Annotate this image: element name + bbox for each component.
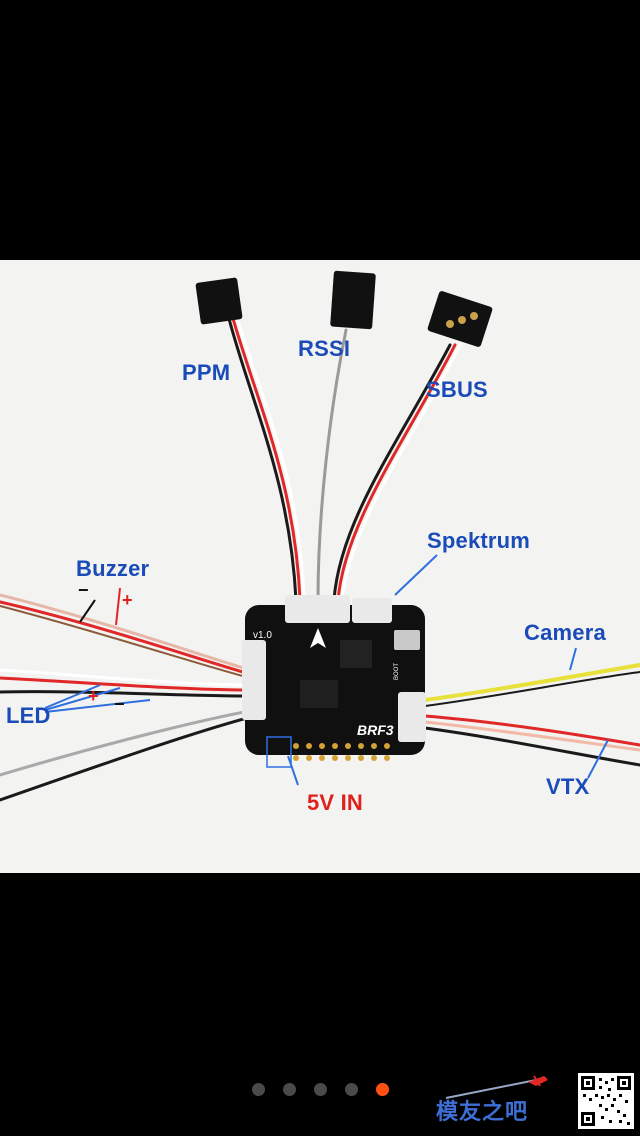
page-dot-3[interactable]	[313, 1083, 327, 1096]
page-dot-1[interactable]	[251, 1083, 265, 1096]
vtx-label: VTX	[546, 774, 590, 799]
buzzer-minus-sign: −	[78, 580, 89, 600]
rssi-label: RSSI	[298, 336, 351, 361]
board-version-text: v1.0	[253, 630, 272, 641]
page-indicator[interactable]	[0, 1083, 640, 1103]
sbus-connector	[427, 291, 493, 347]
qr-code	[578, 1073, 634, 1129]
board-name-text: BRF3	[357, 722, 394, 738]
page-dot-2[interactable]	[282, 1083, 296, 1096]
flight-controller-photo[interactable]: v1.0 BRF3 BOOT PPM RSSI SBUS Spektrum Bu…	[0, 260, 640, 873]
ppm-connector	[195, 277, 243, 325]
wiring-illustration: v1.0 BRF3 BOOT	[0, 270, 640, 802]
sbus-label: SBUS	[426, 377, 488, 402]
airplane-icon	[445, 1075, 548, 1099]
buzzer-label: Buzzer	[76, 556, 150, 581]
page-dot-4[interactable]	[344, 1083, 358, 1096]
led-label: LED	[6, 703, 51, 728]
led-minus-sign: −	[114, 694, 125, 714]
led-plus-sign: +	[88, 686, 99, 706]
board-boot-text: BOOT	[394, 663, 400, 680]
spektrum-label: Spektrum	[427, 528, 531, 553]
watermark-logo: 模友之吧	[436, 1072, 556, 1132]
flight-controller-board: v1.0 BRF3 BOOT	[242, 595, 426, 768]
watermark-text: 模友之吧	[436, 1100, 529, 1125]
page-dot-5-active[interactable]	[375, 1083, 389, 1096]
ppm-label: PPM	[182, 360, 231, 385]
camera-label: Camera	[524, 620, 606, 645]
rssi-connector	[330, 270, 376, 330]
buzzer-plus-sign: +	[122, 590, 133, 610]
five-v-in-label: 5V IN	[307, 790, 364, 815]
